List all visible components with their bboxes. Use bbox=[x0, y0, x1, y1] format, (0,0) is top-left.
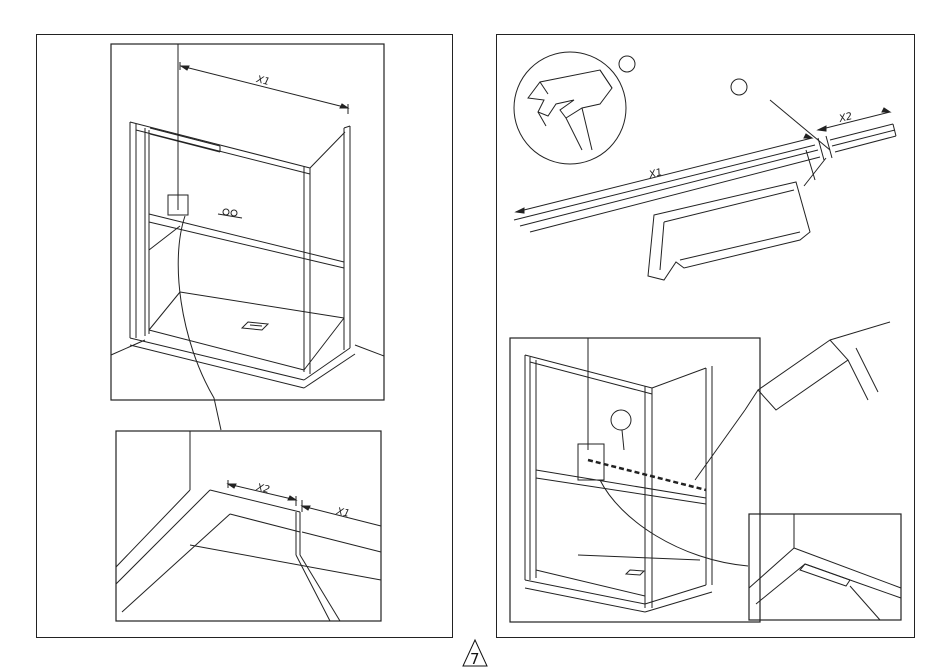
left-main-illustration bbox=[111, 44, 384, 430]
page-number: 7 bbox=[470, 650, 480, 668]
right-instruction-panel bbox=[496, 34, 915, 638]
left-detail-illustration bbox=[116, 431, 381, 621]
left-x1-label: X1 bbox=[254, 74, 270, 88]
left-detail-x1-label: X1 bbox=[334, 506, 350, 520]
page-number-badge: 7 bbox=[460, 638, 490, 668]
left-detail-x2-label: X2 bbox=[254, 482, 270, 496]
